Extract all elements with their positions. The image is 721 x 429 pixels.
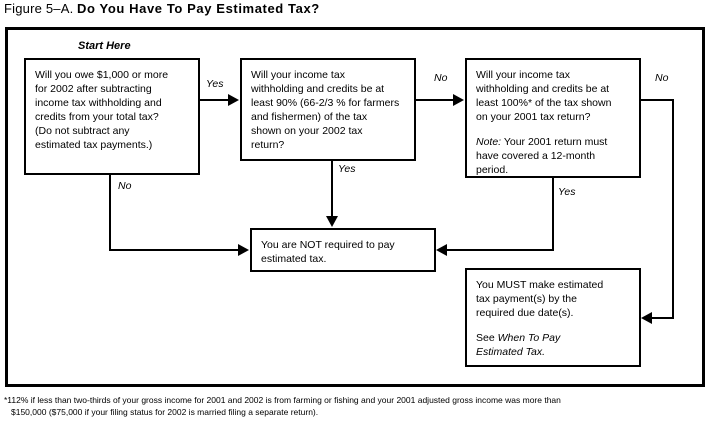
box-90pct-line-5: shown on your 2002 tax	[251, 125, 363, 137]
box-owe-line-6: estimated tax payments.)	[35, 139, 153, 151]
box-owe-line-1: Will you owe $1,000 or more	[35, 69, 169, 81]
connector-100pct-no-vertical	[672, 99, 674, 319]
box-90pct-line-6: return?	[251, 139, 285, 151]
edge-label-yes-100pct: Yes	[558, 186, 576, 198]
edge-label-no-90pct: No	[434, 72, 448, 84]
arrowhead-100pct-yes-to-not-required	[436, 244, 447, 256]
box-100pct-note-line-2: have covered a 12-month	[476, 150, 596, 162]
connector-90pct-yes-vertical	[331, 161, 333, 219]
see-reference-2: Estimated Tax.	[476, 346, 546, 358]
box-owe-line-5: (Do not subtract any	[35, 125, 130, 137]
box-100pct-line-4: on your 2001 tax return?	[476, 111, 591, 123]
note-text-1: Your 2001 return must	[501, 136, 608, 148]
decision-box-will-you-owe-1000: Will you owe $1,000 or more for 2002 aft…	[24, 58, 200, 175]
box-not-req-line-1: You are NOT required to pay	[261, 239, 395, 251]
connector-100pct-yes-vertical	[552, 178, 554, 251]
note-label: Note:	[476, 136, 502, 148]
decision-box-at-least-100-percent: Will your income tax withholding and cre…	[465, 58, 641, 178]
box-100pct-note-line-1: Note: Your 2001 return must	[476, 135, 630, 149]
outcome-box-not-required-to-pay: You are NOT required to pay estimated ta…	[250, 228, 436, 272]
arrowhead-90pct-to-100pct	[453, 94, 464, 106]
arrowhead-owe-no-to-not-required	[238, 244, 249, 256]
edge-label-no-100pct: No	[655, 72, 669, 84]
arrowhead-owe-to-90pct	[228, 94, 239, 106]
box-100pct-line-2: withholding and credits be at	[476, 83, 610, 95]
start-here-label: Start Here	[78, 40, 131, 52]
edge-label-yes-owe: Yes	[206, 78, 224, 90]
box-90pct-line-2: withholding and credits be at	[251, 83, 385, 95]
footnote: *112% if less than two-thirds of your gr…	[4, 394, 716, 418]
figure-number: Figure 5–A.	[4, 1, 74, 16]
box-90pct-line-4: and fishermen) of the tax	[251, 111, 368, 123]
box-must-pay-line-3: required due date(s).	[476, 307, 574, 319]
connector-100pct-no-horizontal-top	[641, 99, 674, 101]
page-title: Figure 5–A. Do You Have To Pay Estimated…	[4, 1, 320, 17]
box-100pct-line-1: Will your income tax	[476, 69, 570, 81]
box-owe-line-3: income tax withholding and	[35, 97, 162, 109]
see-prefix: See	[476, 332, 498, 344]
figure-question: Do You Have To Pay Estimated Tax?	[77, 1, 320, 16]
box-owe-line-2: for 2002 after subtracting	[35, 83, 152, 95]
connector-90pct-to-100pct	[416, 99, 456, 101]
box-90pct-line-1: Will your income tax	[251, 69, 345, 81]
connector-100pct-yes-horizontal	[447, 249, 553, 251]
footnote-line-2: $150,000 ($75,000 if your filing status …	[11, 407, 319, 417]
arrowhead-100pct-no-to-must-pay	[641, 312, 652, 324]
box-must-pay-line-2: tax payment(s) by the	[476, 293, 577, 305]
box-100pct-line-3: least 100%* of the tax shown	[476, 97, 612, 109]
box-not-req-line-2: estimated tax.	[261, 253, 327, 265]
box-owe-line-4: credits from your total tax?	[35, 111, 159, 123]
connector-owe-no-vertical	[109, 175, 111, 251]
connector-owe-no-horizontal	[109, 249, 239, 251]
edge-label-yes-90pct: Yes	[338, 163, 356, 175]
see-reference-1: When To Pay	[497, 332, 561, 344]
decision-box-at-least-90-percent: Will your income tax withholding and cre…	[240, 58, 416, 161]
box-100pct-note-line-3: period.	[476, 164, 509, 176]
outcome-box-must-make-payments: You MUST make estimated tax payment(s) b…	[465, 268, 641, 367]
box-90pct-line-3: least 90% (66-2/3 % for farmers	[251, 97, 400, 109]
edge-label-no-owe: No	[118, 180, 132, 192]
connector-owe-to-90pct	[200, 99, 231, 101]
connector-100pct-no-horizontal-bottom	[652, 317, 673, 319]
arrowhead-90pct-yes-to-not-required	[326, 216, 338, 227]
footnote-line-1: *112% if less than two-thirds of your gr…	[4, 395, 561, 405]
box-must-pay-see-line-1: See When To Pay	[476, 331, 630, 345]
box-must-pay-line-1: You MUST make estimated	[476, 279, 604, 291]
